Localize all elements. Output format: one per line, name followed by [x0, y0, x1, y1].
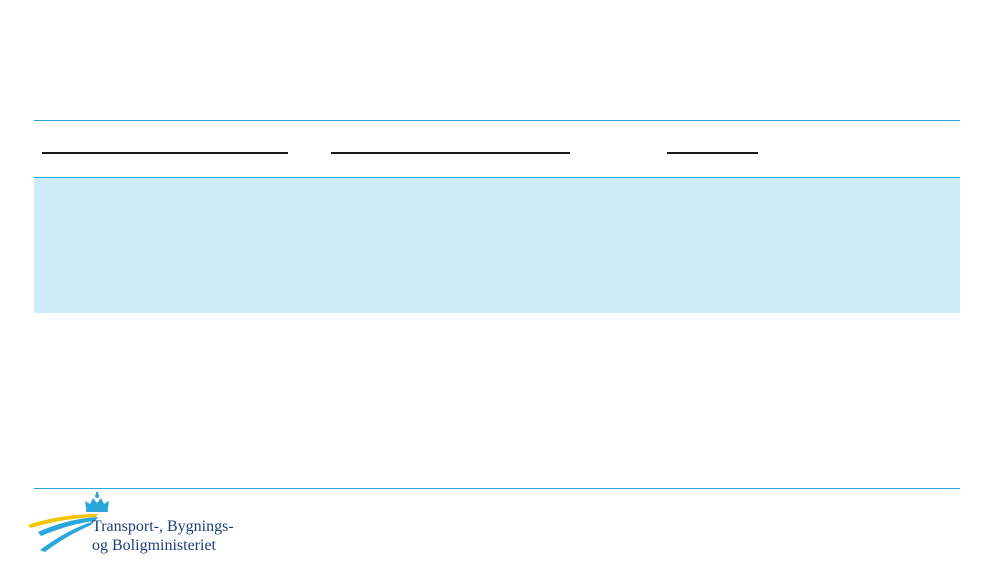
- header-divider: [34, 177, 960, 178]
- column-header-underline-1: [42, 152, 288, 154]
- top-divider: [34, 120, 960, 121]
- logo-line-2: og Boligministeriet: [92, 537, 216, 554]
- highlight-band: [34, 178, 960, 313]
- column-header-underline-3: [667, 152, 758, 154]
- ministry-logo: Transport-, Bygnings- og Boligministerie…: [28, 492, 248, 556]
- column-header-underline-2: [331, 152, 570, 154]
- logo-line-1: Transport-, Bygnings-: [92, 518, 234, 535]
- footer-divider: [34, 488, 960, 489]
- logo-wordmark: Transport-, Bygnings- og Boligministerie…: [92, 517, 252, 555]
- crown-icon: [85, 492, 109, 512]
- crown-swoosh-icon: [28, 492, 109, 552]
